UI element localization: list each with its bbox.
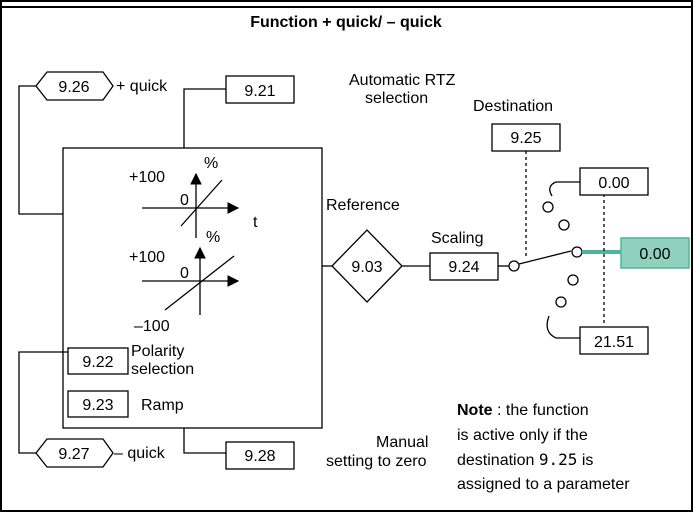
minus-quick-label: – quick bbox=[114, 445, 166, 462]
scaling-label: Scaling bbox=[431, 230, 483, 247]
param-box-923 bbox=[67, 390, 129, 418]
auto-rtz-label-1: Automatic RTZ bbox=[349, 72, 456, 89]
polarity-label-1: Polarity bbox=[131, 343, 184, 360]
diagram-title: Function + quick/ – quick bbox=[250, 14, 442, 31]
note-line-3: destination 9.25 is bbox=[457, 450, 593, 469]
note-line-2: is active only if the bbox=[457, 427, 588, 444]
note-bold: Note bbox=[457, 402, 493, 419]
graph2-percent: % bbox=[206, 229, 220, 246]
graph1-t: t bbox=[253, 214, 258, 231]
switch-contact-4 bbox=[567, 274, 579, 286]
output-box-bottom bbox=[579, 326, 649, 355]
destination-label: Destination bbox=[473, 98, 553, 115]
switch-blade bbox=[518, 250, 572, 265]
note-line-3-post: is bbox=[577, 452, 593, 469]
note-line-3-param: 9.25 bbox=[539, 450, 578, 469]
minus-quick-param bbox=[35, 438, 114, 468]
manual-label-2: setting to zero bbox=[326, 453, 427, 470]
param-922-value: 9.22 bbox=[82, 354, 113, 371]
auto-rtz-label-2: selection bbox=[365, 90, 428, 107]
reference-label: Reference bbox=[326, 197, 400, 214]
ramp-label: Ramp bbox=[141, 397, 184, 414]
param-box-928 bbox=[225, 441, 295, 470]
plus-quick-param bbox=[35, 71, 114, 101]
output-box-top bbox=[579, 167, 649, 196]
graph2-minus100: –100 bbox=[134, 318, 170, 335]
param-923-value: 9.23 bbox=[82, 397, 113, 414]
param-928-value: 9.28 bbox=[244, 448, 275, 465]
output-box-active bbox=[620, 237, 690, 269]
reference-value: 9.03 bbox=[351, 259, 382, 276]
param-box-924 bbox=[429, 252, 499, 281]
graph2-plus100: +100 bbox=[129, 249, 165, 266]
minus-quick-param-value: 9.27 bbox=[58, 446, 89, 463]
graph1-ramp bbox=[180, 179, 223, 227]
note-line-1: Note : the function bbox=[457, 402, 589, 419]
param-925-value: 9.25 bbox=[510, 130, 541, 147]
plus-quick-wire bbox=[18, 85, 63, 215]
note-line-3-pre: destination bbox=[457, 452, 539, 469]
param-921-value: 9.21 bbox=[244, 83, 275, 100]
param-box-922 bbox=[67, 347, 129, 375]
param-928-wire bbox=[183, 428, 226, 454]
switch-top-lead bbox=[549, 181, 580, 197]
switch-bottom-lead bbox=[546, 315, 580, 339]
polarity-label-2: selection bbox=[131, 361, 194, 378]
graph2-zero: 0 bbox=[180, 265, 189, 282]
graph1-plus100: +100 bbox=[129, 169, 165, 186]
graph1-zero: 0 bbox=[180, 192, 189, 209]
note-line-1-rest: : the function bbox=[493, 402, 589, 419]
switch-contact-active bbox=[571, 246, 583, 258]
param-921-wire bbox=[183, 88, 226, 148]
plus-quick-param-value: 9.26 bbox=[58, 79, 89, 96]
output-active-value: 0.00 bbox=[639, 246, 670, 263]
param-924-value: 9.24 bbox=[448, 259, 479, 276]
minus-quick-wire bbox=[18, 351, 68, 454]
manual-label-1: Manual bbox=[376, 434, 428, 451]
graph1-percent: % bbox=[204, 155, 218, 172]
plus-quick-label: + quick bbox=[116, 78, 168, 95]
output-bottom-value: 21.51 bbox=[594, 334, 634, 351]
switch-contact-2 bbox=[558, 219, 570, 231]
graph2-line bbox=[164, 255, 235, 311]
switch-contact-1 bbox=[542, 201, 554, 213]
note-line-4: assigned to a parameter bbox=[457, 476, 630, 493]
switch-contact-5 bbox=[555, 296, 567, 308]
output-top-value: 0.00 bbox=[598, 175, 629, 192]
switch-input-contact bbox=[508, 260, 520, 272]
